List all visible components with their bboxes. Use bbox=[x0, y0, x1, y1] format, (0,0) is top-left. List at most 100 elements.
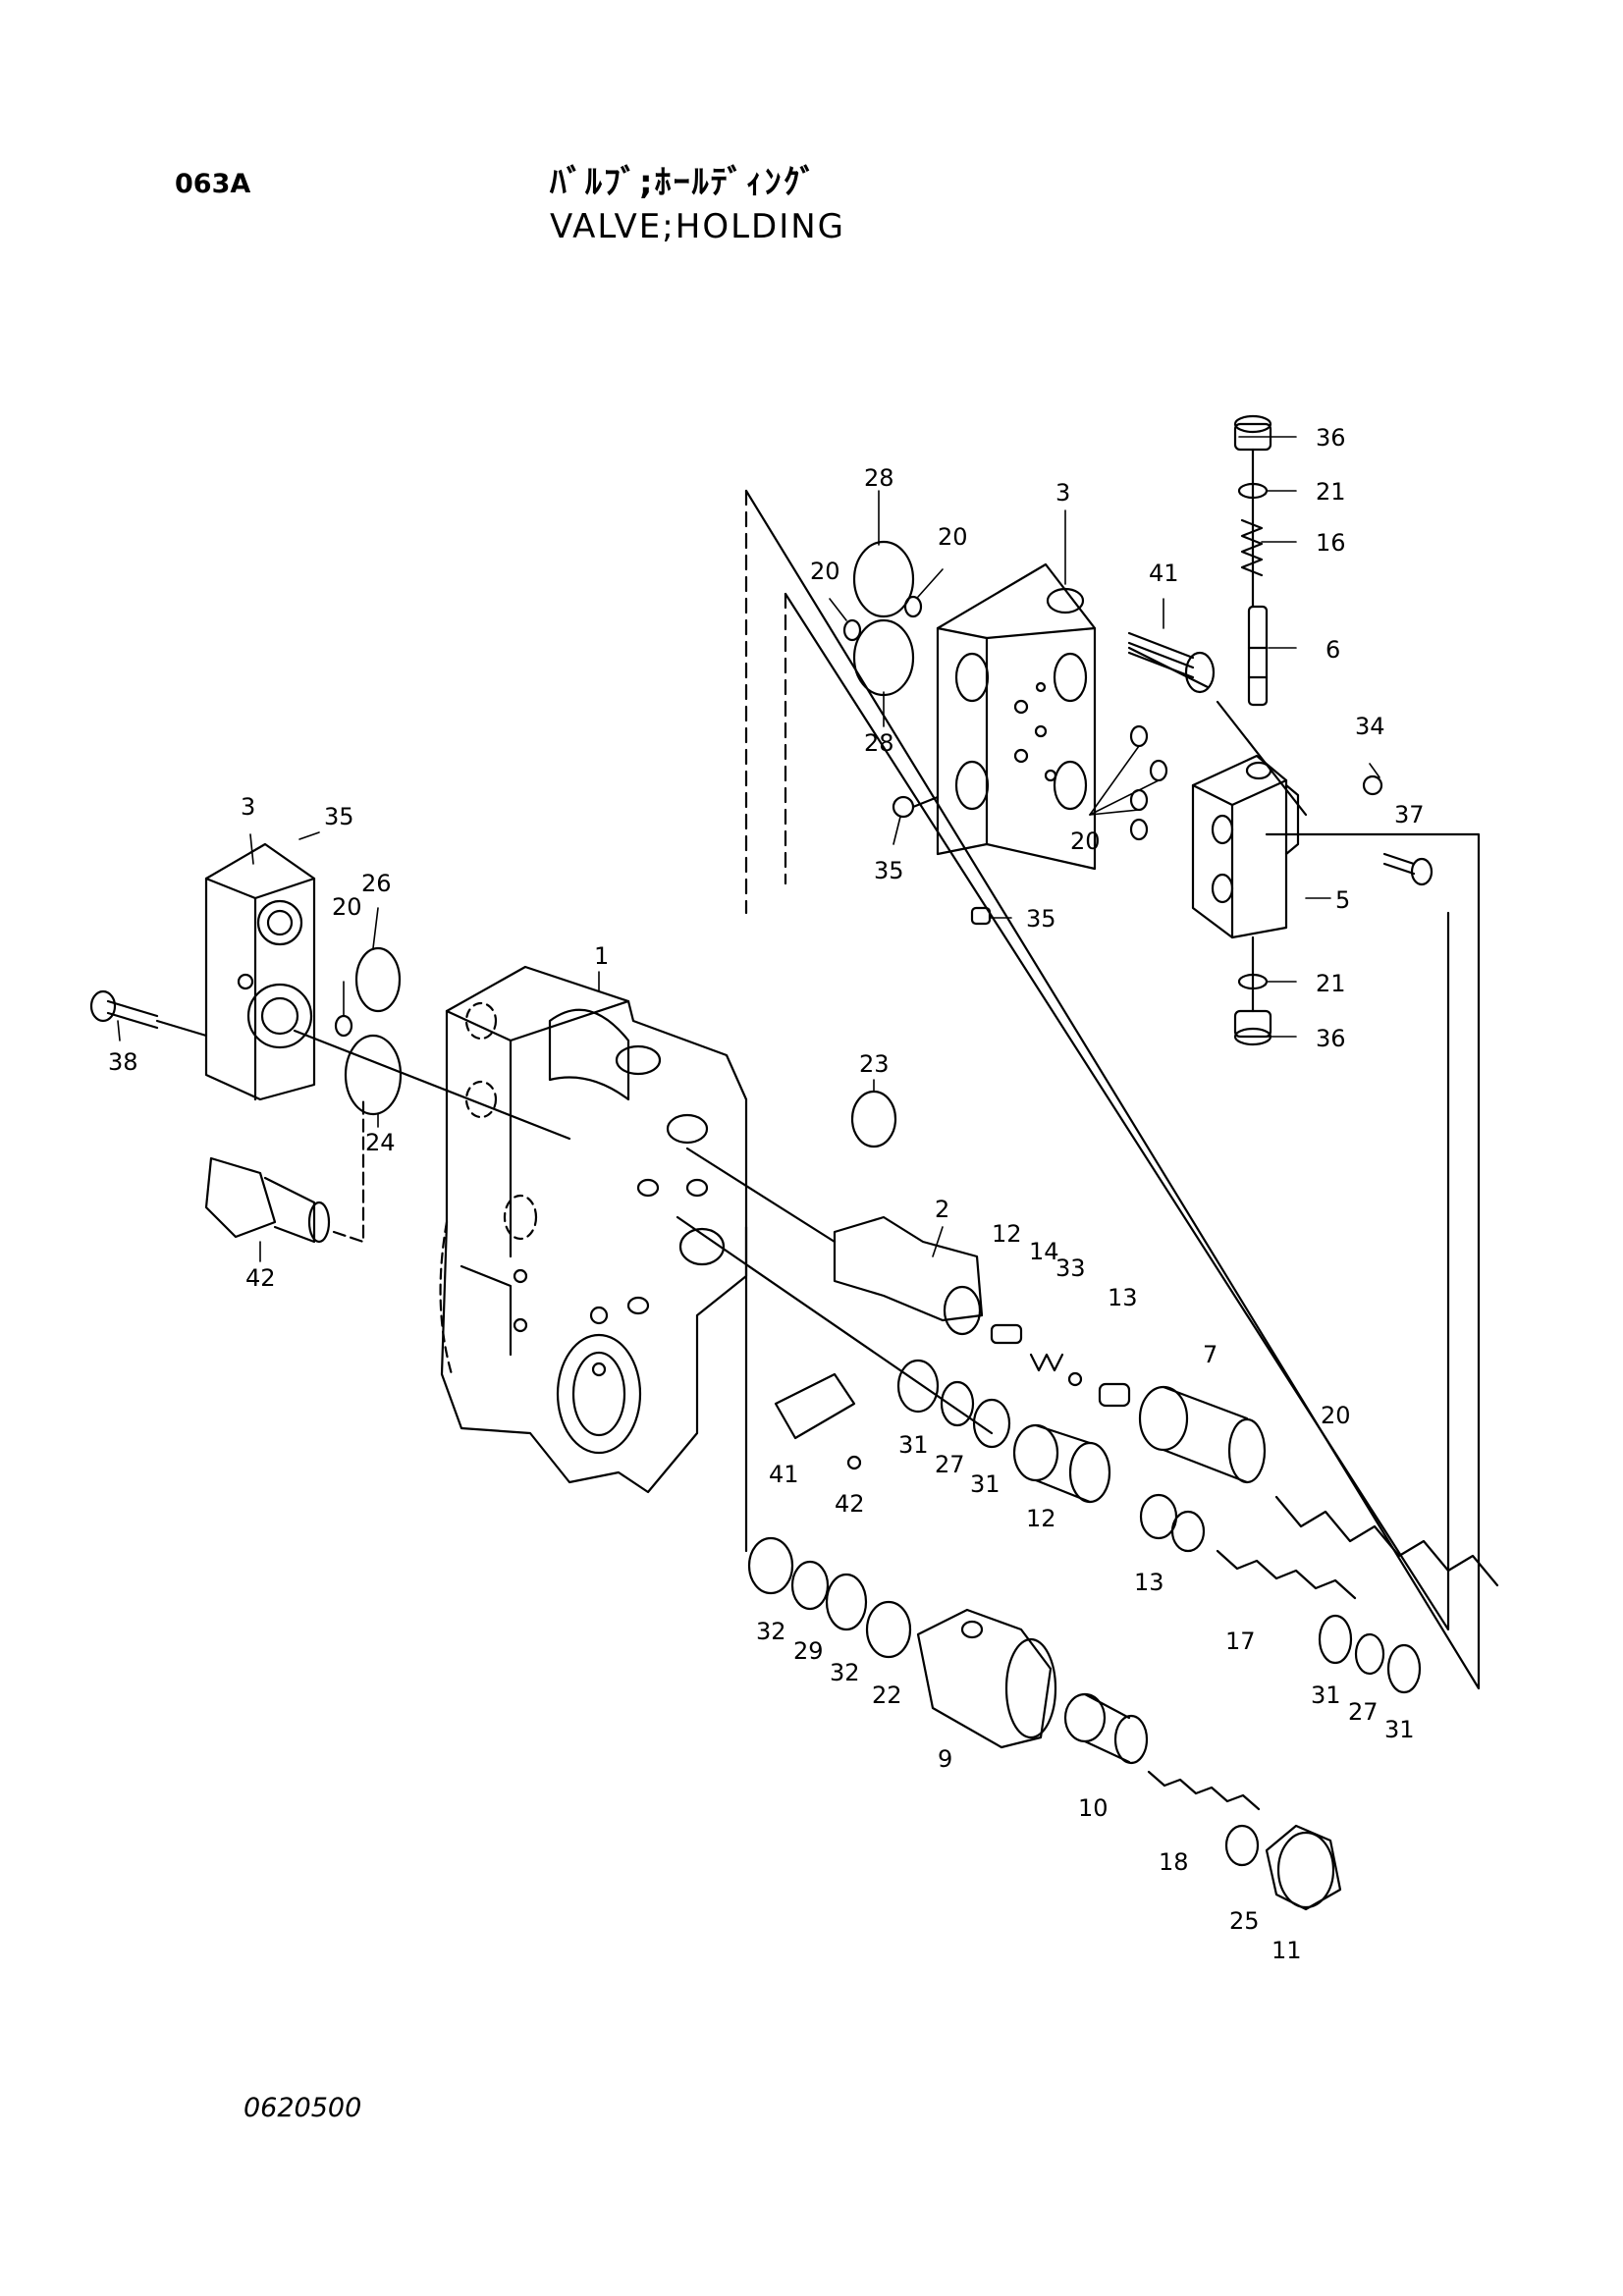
callout-23: 22 bbox=[872, 1682, 902, 1709]
spring-part-16 bbox=[1029, 1353, 1064, 1372]
o-ring-part-24 bbox=[850, 1090, 897, 1148]
callout-21-cover: 20 bbox=[332, 893, 362, 921]
screw-part-35-bottom-plate bbox=[970, 906, 992, 926]
callout-36-top: 36 bbox=[1316, 424, 1346, 452]
rivet-part-42 bbox=[846, 1455, 862, 1470]
title-block: ﾊﾞﾙﾌﾞ;ﾎｰﾙﾃﾞｨﾝｸﾞ VALVE;HOLDING bbox=[550, 155, 845, 246]
callout-2: 2 bbox=[935, 1196, 949, 1223]
o-ring-part-21-f bbox=[1129, 818, 1149, 841]
plug-part-36-bottom bbox=[1233, 1009, 1272, 1046]
callout-29: 26 bbox=[361, 870, 392, 897]
leader-line-40 bbox=[332, 1097, 365, 1244]
o-ring-part-31-b bbox=[972, 1398, 1011, 1449]
callout-25: 24 bbox=[365, 1129, 396, 1156]
o-ring-part-30-lower bbox=[852, 618, 915, 697]
callout-7: 7 bbox=[1203, 1341, 1217, 1368]
callout-32-b: 32 bbox=[830, 1659, 860, 1686]
bolt-part-39 bbox=[1127, 631, 1216, 694]
callout-42: 42 bbox=[835, 1490, 865, 1518]
callout-31-b: 31 bbox=[970, 1470, 1001, 1498]
callout-13: 13 bbox=[1134, 1569, 1164, 1596]
callout-10: 10 bbox=[1078, 1794, 1109, 1822]
poppet-part-10 bbox=[1063, 1692, 1149, 1765]
piston-part-7 bbox=[1138, 1385, 1267, 1484]
o-ring-part-28 bbox=[790, 1560, 830, 1611]
main-body-part-1 bbox=[439, 965, 748, 1494]
assembly-frame-inner bbox=[784, 592, 1450, 1631]
callout-leaders bbox=[117, 436, 1380, 1262]
assembly-line-c bbox=[685, 1147, 837, 1244]
plug-part-40 bbox=[204, 1156, 331, 1244]
poppet-part-14 bbox=[990, 1323, 1023, 1345]
o-ring-part-21-d bbox=[1149, 759, 1168, 782]
assembly-line-e bbox=[1127, 646, 1210, 689]
callout-16: 14 bbox=[1029, 1238, 1059, 1265]
callout-31-a: 31 bbox=[898, 1431, 929, 1459]
callout-14: 12 bbox=[992, 1220, 1022, 1248]
o-ring-part-26-a bbox=[940, 1380, 975, 1427]
callout-17: 16 bbox=[1316, 529, 1346, 557]
o-ring-part-21-cover bbox=[334, 1014, 353, 1038]
bolt-part-37 bbox=[1382, 852, 1434, 886]
title-japanese: ﾊﾞﾙﾌﾞ;ﾎｰﾙﾃﾞｨﾝｸﾞ bbox=[550, 163, 819, 202]
callout-34: 34 bbox=[1355, 713, 1385, 740]
callout-19: 18 bbox=[1159, 1848, 1189, 1876]
callout-11: 11 bbox=[1271, 1937, 1302, 1964]
callout-40: 42 bbox=[245, 1264, 276, 1292]
o-ring-part-29 bbox=[354, 946, 402, 1013]
spool-part-6 bbox=[1247, 605, 1269, 707]
o-ring-part-21-a bbox=[903, 595, 923, 618]
callout-12: 12 bbox=[1026, 1505, 1056, 1532]
assembly-line-a bbox=[293, 1029, 571, 1141]
o-ring-part-27 bbox=[1224, 1824, 1260, 1867]
o-ring-part-21-c bbox=[1129, 724, 1149, 748]
callout-21-group: 20 bbox=[1070, 828, 1101, 855]
callout-30-top: 28 bbox=[864, 464, 894, 492]
plug-part-36-top bbox=[1233, 414, 1272, 452]
callout-3: 3 bbox=[241, 793, 255, 821]
callout-4: 3 bbox=[1055, 479, 1070, 507]
o-ring-part-30-upper bbox=[852, 540, 915, 618]
screw-part-35-left-plate bbox=[892, 795, 940, 819]
cover-part-3 bbox=[204, 842, 316, 1101]
callout-27: 25 bbox=[1229, 1907, 1260, 1935]
callout-5: 5 bbox=[1335, 886, 1350, 914]
callout-15: 13 bbox=[1108, 1284, 1138, 1311]
callout-35-cover: 35 bbox=[324, 803, 354, 830]
seat-part-13 bbox=[1139, 1493, 1206, 1553]
o-ring-part-25 bbox=[344, 1034, 403, 1116]
title-english: VALVE;HOLDING bbox=[550, 207, 846, 246]
name-plate-part-41 bbox=[774, 1372, 856, 1440]
callout-21-top-left: 20 bbox=[810, 558, 840, 585]
callout-38: 38 bbox=[108, 1048, 138, 1076]
o-ring-part-26-b bbox=[1354, 1632, 1385, 1676]
callout-18: 17 bbox=[1225, 1628, 1256, 1655]
o-ring-part-32-a bbox=[747, 1536, 794, 1595]
o-ring-part-32-b bbox=[825, 1573, 868, 1631]
page-code: 063A bbox=[175, 169, 251, 199]
callout-22-bottom: 21 bbox=[1316, 970, 1346, 997]
plug-part-11 bbox=[1265, 1824, 1342, 1911]
plate-part-4 bbox=[936, 562, 1097, 871]
assembly-line-b bbox=[676, 1215, 994, 1435]
drawing-number: 0620500 bbox=[243, 2093, 362, 2123]
o-ring-part-31-a bbox=[896, 1359, 940, 1414]
callout-41: 41 bbox=[769, 1461, 799, 1488]
callout-33: 33 bbox=[1055, 1255, 1086, 1282]
spring-part-19 bbox=[1147, 1770, 1261, 1811]
callout-31-d: 31 bbox=[1384, 1716, 1415, 1743]
o-ring-part-31-d bbox=[1386, 1643, 1422, 1694]
callout-37: 37 bbox=[1394, 801, 1425, 828]
spool-part-2 bbox=[833, 1215, 984, 1336]
callout-9: 9 bbox=[938, 1745, 952, 1773]
callout-32-a: 32 bbox=[756, 1618, 786, 1645]
callout-21-top-right: 20 bbox=[938, 523, 968, 551]
callout-1: 1 bbox=[594, 942, 609, 970]
bolt-part-38 bbox=[89, 989, 208, 1038]
o-ring-part-31-c bbox=[1318, 1614, 1353, 1665]
callout-26-a: 27 bbox=[935, 1451, 965, 1478]
spring-part-20 bbox=[1274, 1495, 1499, 1587]
callout-35-plate-bottom: 35 bbox=[1026, 905, 1056, 933]
callout-26-b: 27 bbox=[1348, 1698, 1379, 1726]
